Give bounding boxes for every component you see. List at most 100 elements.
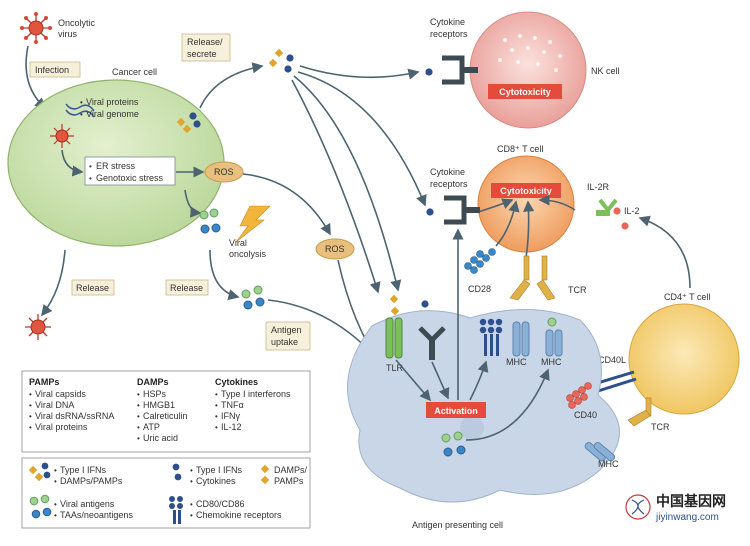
legend-cytokines-item: Type I interferons: [221, 389, 291, 399]
viral-genome-icon: [65, 103, 95, 118]
nk-cell: [469, 11, 587, 129]
svg-text:•: •: [89, 174, 92, 183]
tlr-ligand-2: [390, 306, 400, 316]
cd8-ligand: [426, 208, 434, 216]
key-ifn-cytokine-icon: [172, 463, 182, 481]
cd4-label: CD4⁺ T cell: [664, 292, 710, 302]
legend-items: •Viral capsids•Viral DNA•Viral dsRNA/ssR…: [29, 389, 291, 443]
svg-text:•: •: [89, 162, 92, 171]
legend-bullet: •: [137, 390, 140, 399]
key2-line1: Type I IFNs: [196, 465, 243, 475]
legend-pamps-item: Viral DNA: [35, 400, 74, 410]
stress-arrow: [61, 149, 84, 177]
viral-products-2: Viral genome: [86, 109, 139, 119]
key5-line1: CD80/CD86: [196, 499, 245, 509]
key3-line2: PAMPs: [274, 476, 304, 486]
ros-bubble-1: [204, 161, 244, 183]
to-apc-arrow: [291, 79, 381, 294]
apc-cytokine-receptor-icon: [418, 326, 446, 360]
legend-bullet: •: [215, 390, 218, 399]
legend-table: [21, 370, 311, 453]
cd8-cytokine-receptor-icon: [444, 195, 480, 225]
legend-cytokines-item: IFNγ: [221, 411, 240, 421]
receptor-to-activation-arrow: [431, 361, 450, 400]
cd28-label: CD28: [468, 284, 491, 294]
key1-line2: DAMPs/PAMPs: [60, 476, 123, 486]
legend-bullet: •: [137, 423, 140, 432]
activation-to-cd80-arrow: [469, 360, 489, 401]
release-box-right: [165, 279, 209, 296]
nk-cytokine-receptor-icon: [442, 55, 478, 85]
release-secrete-box: [181, 33, 231, 62]
cd40-icon: [566, 382, 592, 409]
stress-label-2: Genotoxic stress: [96, 173, 164, 183]
svg-text:•: •: [190, 466, 193, 475]
cd8-signal-3: [523, 200, 535, 259]
key-antigens-icon: [29, 494, 52, 519]
oncolysis-label-2: oncolysis: [229, 249, 267, 259]
stress-box: [84, 156, 176, 186]
legend-bullet: •: [137, 401, 140, 410]
ros-label-1: ROS: [214, 167, 234, 177]
release-box-left: [71, 279, 115, 296]
nk-ligand: [425, 68, 433, 76]
cd4-t-cell: [628, 303, 740, 415]
il2-label: IL-2: [624, 206, 640, 216]
cd4-tcr-label: TCR: [651, 422, 670, 432]
release-label-right: Release: [170, 283, 203, 293]
nk-cytotoxicity-label: Cytotoxicity: [499, 87, 551, 97]
oncolytic-virus-icon: [20, 12, 52, 44]
cd8-label: CD8⁺ T cell: [497, 144, 543, 154]
cd8-t-cell: [477, 155, 575, 253]
svg-text:•: •: [54, 477, 57, 486]
cd40-label: CD40: [574, 410, 597, 420]
tlr-to-activation-arrow: [395, 359, 432, 402]
ros-label-2: ROS: [325, 244, 345, 254]
mhc-label-1: MHC: [506, 357, 527, 367]
to-tlr-arrow: [293, 75, 402, 292]
svg-text:•: •: [80, 110, 83, 119]
key1-line1: Type I IFNs: [60, 465, 107, 475]
svg-text:•: •: [80, 98, 83, 107]
cd8-tcr-label: TCR: [568, 285, 587, 295]
il2-dot-1: [613, 207, 621, 215]
activation-badge: [426, 402, 486, 418]
infection-box: [29, 61, 81, 78]
il2r-icon: [596, 198, 618, 216]
nk-receptor-label-1: Cytokine: [430, 17, 465, 27]
infection-label: Infection: [35, 65, 69, 75]
cd4-tcr-icon: [627, 397, 652, 427]
legend-bullet: •: [29, 401, 32, 410]
cd8-signal-4: [538, 194, 576, 211]
watermark-logo-icon: [625, 494, 651, 520]
legend-bullet: •: [29, 423, 32, 432]
intracellular-virus-icon: [50, 124, 74, 148]
ros-bubble-2: [315, 238, 355, 260]
svg-text:•: •: [190, 477, 193, 486]
svg-text:•: •: [190, 500, 193, 509]
legend-damps-item: HMGB1: [143, 400, 175, 410]
activation-label: Activation: [434, 406, 478, 416]
cd8-tcr-icon: [509, 255, 556, 301]
oncolytic-virus-label-1: Oncolytic: [58, 18, 96, 28]
legend-damps-item: Calreticulin: [143, 411, 188, 421]
release-secrete-1: Release/: [187, 37, 223, 47]
cd40l-label: CD40L: [598, 355, 626, 365]
released-antigens: [241, 285, 265, 310]
viral-products-1: Viral proteins: [86, 97, 139, 107]
key4-line2: TAAs/neoantigens: [60, 510, 133, 520]
svg-text:•: •: [54, 466, 57, 475]
cancer-cell-label: Cancer cell: [112, 67, 157, 77]
cd8-cytotoxicity-label: Cytotoxicity: [500, 186, 552, 196]
release-label-left: Release: [76, 283, 109, 293]
tlr-icon: [385, 317, 403, 359]
legend-bullet: •: [215, 412, 218, 421]
apc-ligand: [421, 300, 429, 308]
viral-antigens-in-cell: [199, 208, 221, 234]
cd80-cd86-icon: [479, 318, 503, 356]
antigen-release-arrow: [209, 249, 240, 301]
release-secrete-arrow: [199, 62, 264, 109]
legend-damps-item: HSPs: [143, 389, 167, 399]
